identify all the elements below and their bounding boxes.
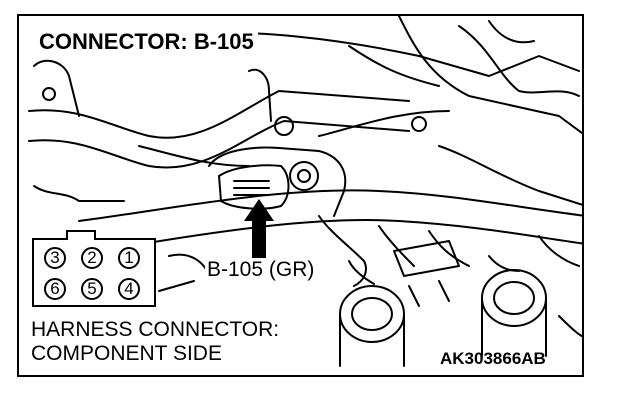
connector-b105 [218, 164, 290, 210]
connector-pin-4: 4 [118, 278, 140, 300]
arrow-icon [244, 199, 274, 258]
coil-cap-right [481, 269, 547, 327]
manifold-lower-edge [128, 219, 582, 247]
figure-code: AK303866AB [440, 349, 546, 368]
connector-pin-6: 6 [44, 278, 66, 300]
view-label-line1: HARNESS CONNECTOR: [31, 318, 280, 341]
diagram-title: CONNECTOR: B-105 [37, 31, 258, 55]
connector-pin-2: 2 [81, 247, 103, 269]
engine-outline-right [398, 16, 582, 135]
sensor-body [208, 146, 347, 217]
view-label-line2: COMPONENT SIDE [31, 342, 222, 365]
hose-lower-edge [28, 120, 410, 169]
diagram-frame: CONNECTOR: B-105 B-105 (GR) HARNESS CONN… [17, 14, 584, 377]
hose-upper-edge [28, 90, 410, 139]
connector-callout: B-105 (GR) [205, 258, 317, 281]
connector-pin-3: 3 [44, 247, 66, 269]
connector-pin-5: 5 [81, 278, 103, 300]
coil-cap-left [339, 285, 405, 343]
manifold-upper-edge [78, 189, 582, 222]
connector-pin-1: 1 [118, 247, 140, 269]
